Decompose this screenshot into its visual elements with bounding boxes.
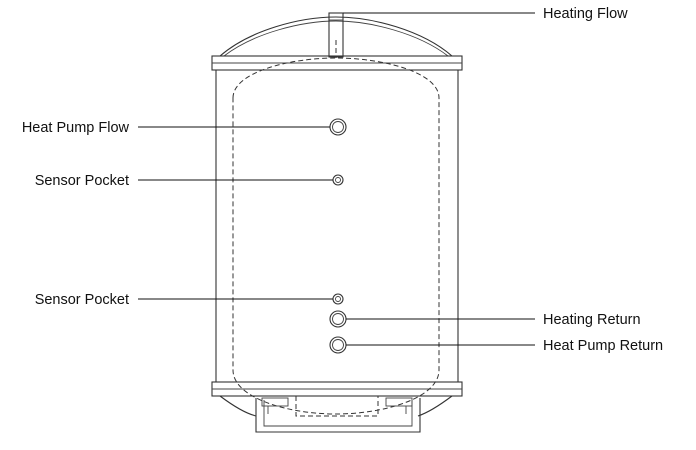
left-foot-bracket: [261, 397, 289, 407]
sensor-pocket-upper-connection: [332, 174, 344, 186]
inner-vessel: [232, 40, 440, 415]
label-heating-flow: Heating Flow: [543, 6, 628, 22]
bottom-dome: [219, 395, 257, 417]
heating-return-port-inner: [332, 313, 344, 325]
base-plinth: [255, 398, 421, 433]
sensor-pocket-upper-port-outer: [332, 174, 344, 186]
connections: [329, 118, 347, 354]
label-heat-pump-return: Heat Pump Return: [543, 338, 663, 354]
heat-pump-return-port-inner: [332, 339, 344, 351]
label-sensor-pocket-lower: Sensor Pocket: [35, 292, 129, 308]
bottom-dome-right: [417, 395, 453, 417]
label-sensor-pocket-upper: Sensor Pocket: [35, 173, 129, 189]
sensor-pocket-lower-port-outer: [332, 293, 344, 305]
cylinder-base: [255, 396, 421, 433]
top-dome-inner: [223, 20, 449, 57]
base-inner: [263, 400, 413, 427]
labels: Heating Flow Heat Pump Flow Sensor Pocke…: [22, 6, 663, 354]
leader-lines: [138, 12, 535, 346]
sensor-pocket-lower-connection: [332, 293, 344, 305]
inner-vessel-outline: [232, 57, 440, 415]
heat-pump-flow-connection: [329, 118, 347, 136]
base-inner-dash: [295, 396, 379, 417]
top-dome: [219, 16, 453, 57]
heat-pump-return-connection: [329, 336, 347, 354]
right-foot-bracket: [385, 397, 413, 407]
sensor-pocket-lower-port-inner: [335, 296, 341, 302]
label-heat-pump-flow: Heat Pump Flow: [22, 120, 130, 136]
heating-return-connection: [329, 310, 347, 328]
outer-casing: [211, 16, 463, 417]
label-heating-return: Heating Return: [543, 312, 641, 328]
heat-pump-flow-port-inner: [332, 121, 344, 133]
sensor-pocket-upper-port-inner: [335, 177, 341, 183]
